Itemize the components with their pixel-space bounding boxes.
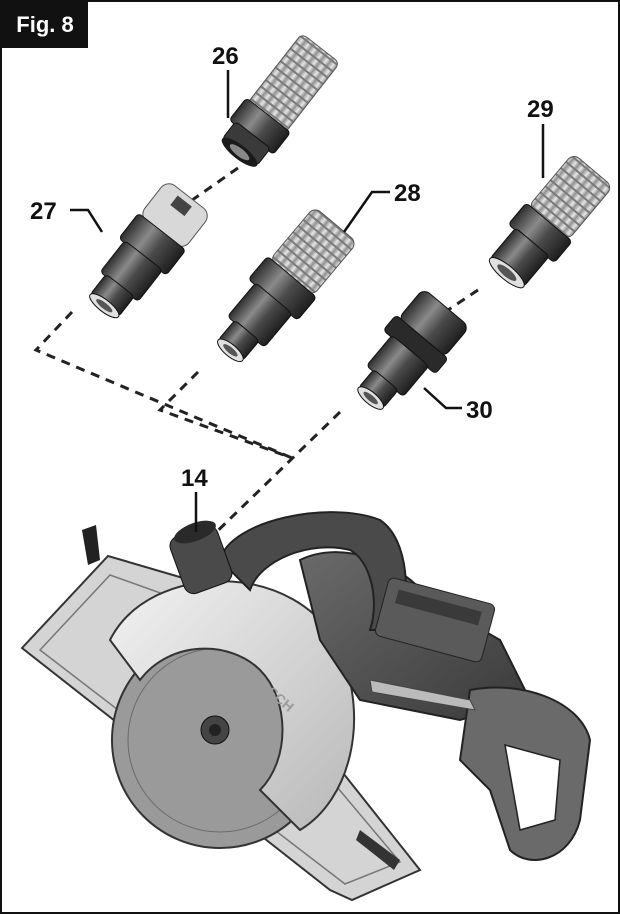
line-30-to-14 [198,410,342,550]
callout-26: 26 [212,43,239,70]
part-28-hose [217,209,355,363]
circular-saw: BOSCH [20,511,592,902]
callout-27: 27 [30,198,57,225]
line-28-to-14 [157,370,293,460]
leader-28 [342,190,390,233]
callout-28: 28 [394,180,421,207]
callout-29: 29 [527,96,554,123]
connection-lines [33,166,479,550]
part-27-adapter [89,183,208,319]
leader-27 [70,208,104,233]
part-26-hose [221,35,338,167]
callouts: 26 27 28 29 30 14 [30,43,554,492]
leader-30 [423,387,462,410]
saw-battery [374,577,496,663]
leader-lines [70,70,545,532]
callout-14: 14 [181,465,208,492]
part-30-adapter [357,291,467,410]
line-27-to-14 [33,310,293,460]
line-26-27 [177,166,239,212]
part-29-hose [488,156,611,289]
figure-label: Fig. 8 [2,2,88,48]
callout-30: 30 [466,397,493,424]
line-29-30 [447,288,479,312]
